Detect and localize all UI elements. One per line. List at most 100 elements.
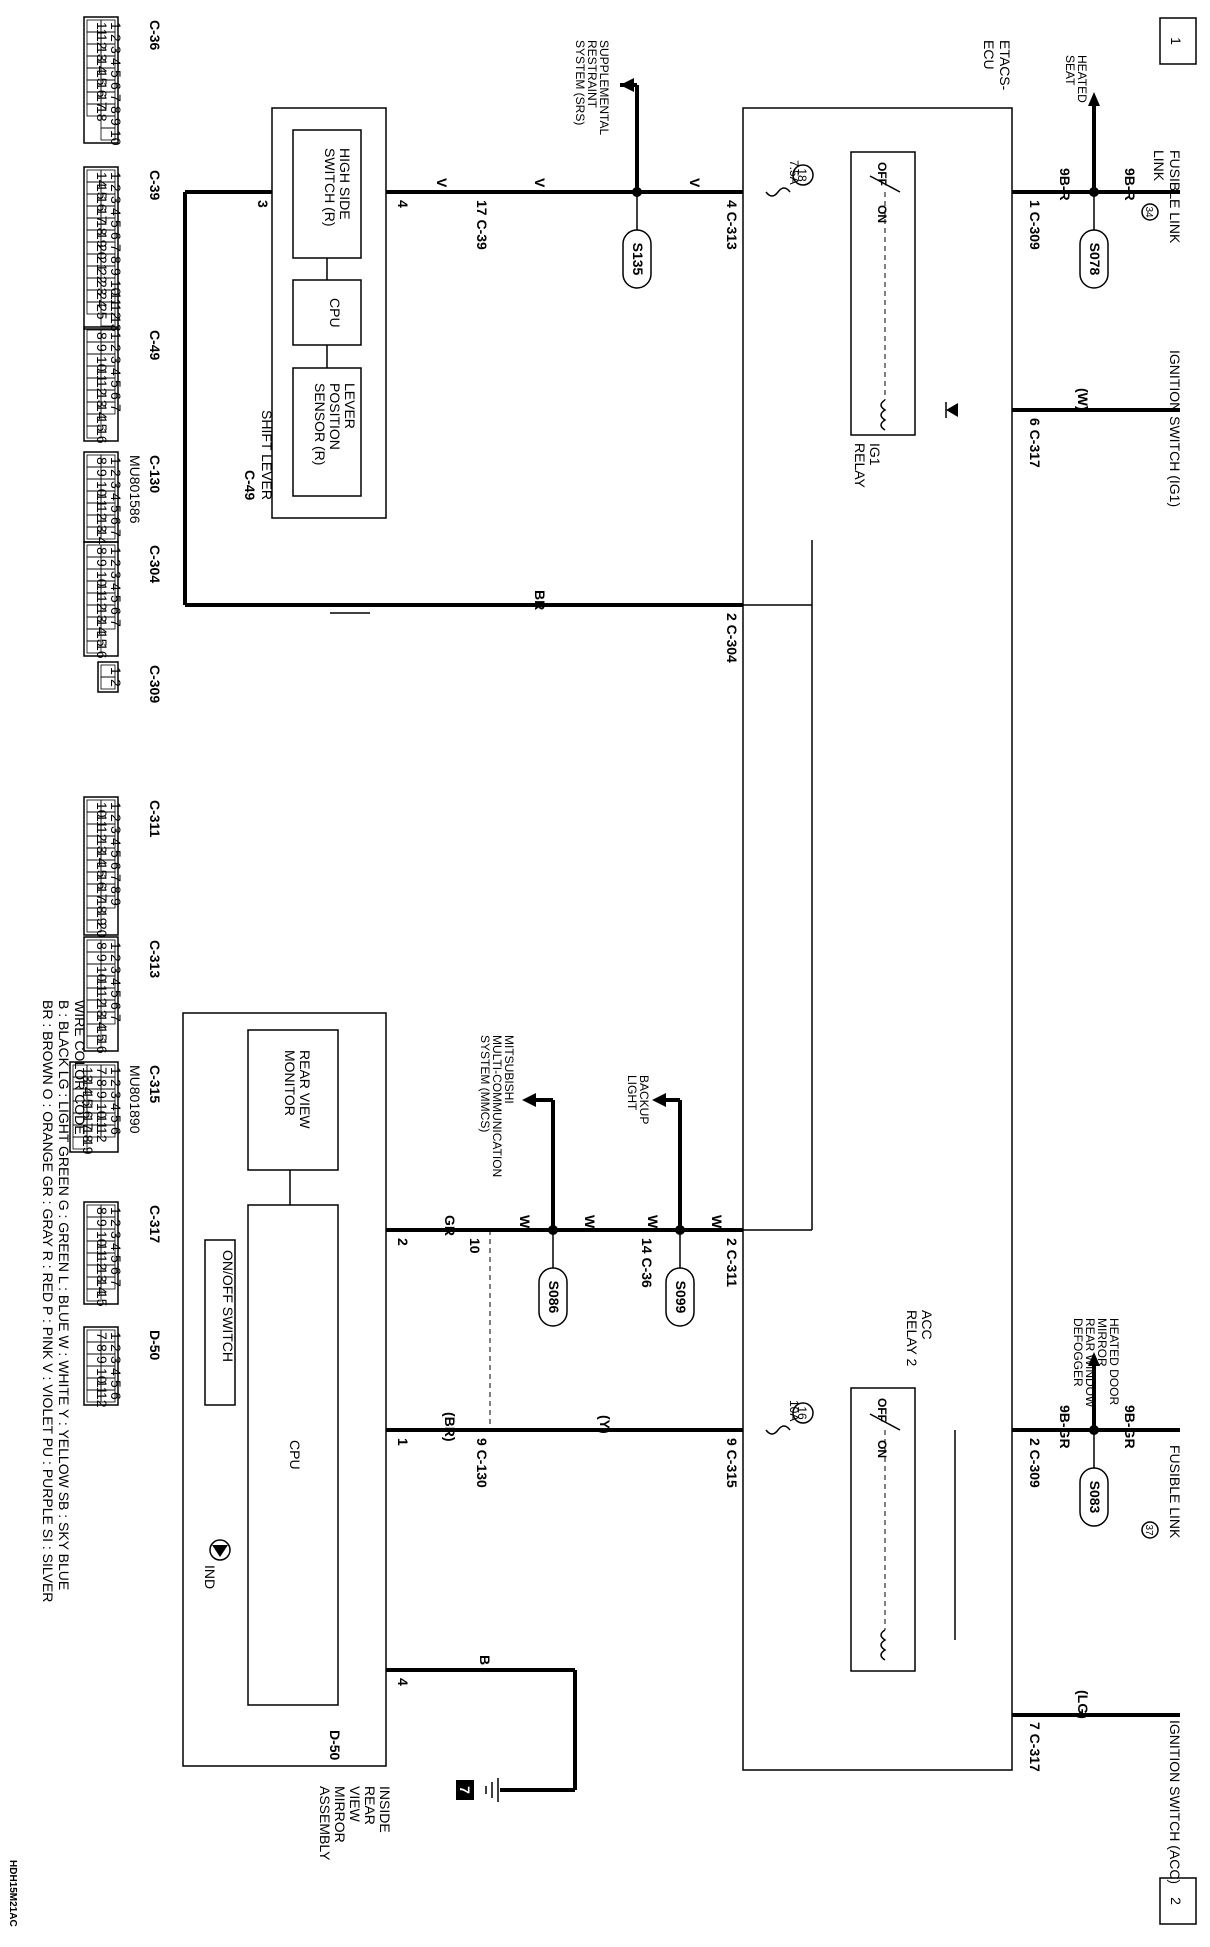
connector-pin-number: 15 [94, 1291, 110, 1307]
connector-pin-number: 4 [108, 1103, 124, 1111]
wire-label-w-b: W [645, 1215, 661, 1229]
shift-cpu-label: CPU [327, 298, 343, 328]
connector-c311-2: 2 C-311 [724, 1238, 740, 1287]
branch-heated-seat-1: HEATED [1075, 55, 1089, 103]
monitor-label-1: REAR VIEW [297, 1050, 313, 1129]
connector-pin-number: 2 [108, 954, 124, 962]
connector-pin-cell [86, 1288, 102, 1302]
connector-view-name: C-130 [147, 455, 163, 493]
connector-pin-number: 10 [94, 966, 110, 982]
connector-pin-number: 7 [108, 619, 124, 627]
connector-pin-number: 4 [108, 1243, 124, 1251]
connector-pin-number: 6 [108, 1127, 124, 1135]
connector-views: C-36123456789101112131415161718C-3912345… [69, 16, 163, 1408]
fusible-link-34-number-circle [1141, 203, 1159, 221]
connector-view: C-39123456789101112131415161718192021222… [83, 166, 163, 332]
backup-arrow [652, 1093, 666, 1107]
connector-pin-number: 19 [80, 1139, 96, 1155]
connector-pin-number: 9 [94, 344, 110, 352]
connector-view-name: C-309 [147, 665, 163, 703]
heated-mirror-arrow [1088, 1352, 1100, 1366]
connector-pin-number: 14 [94, 529, 110, 545]
connector-pin-cell [100, 127, 116, 141]
connector-pin-number: 12 [94, 34, 110, 50]
connector-pin-number: 11 [94, 368, 110, 383]
connector-c315-9: 9 C-315 [724, 1438, 740, 1488]
splice-s083: S083 [1087, 1481, 1103, 1514]
connector-pin-number: 13 [94, 517, 110, 533]
ig1-relay-coil [880, 399, 887, 431]
connector-pin-number: 5 [108, 1380, 124, 1388]
connector-view-part-number: MU801586 [127, 455, 143, 524]
ignition-switch-ig1-label: IGNITION SWITCH (IG1) [1167, 350, 1183, 507]
connector-view-frame [83, 326, 119, 442]
connector-pin-number: 8 [94, 1344, 110, 1352]
connector-pin-number: 2 [108, 1344, 124, 1352]
wire-label-v-3: V [434, 178, 450, 188]
connector-view-frame [83, 1326, 119, 1406]
connector-pin-number: 17 [80, 1115, 96, 1131]
connector-pin-number: 12 [94, 380, 110, 396]
ig1-relay-label-2: RELAY [852, 443, 868, 489]
branch-srs-3: SYSTEM (SRS) [573, 40, 587, 125]
connector-pin-number: 9 [108, 118, 124, 126]
connector-c313-4: 4 C-313 [724, 200, 740, 250]
on-off-switch-box[interactable] [204, 1239, 236, 1406]
connector-pin-number: 19 [94, 910, 110, 926]
wire-label-y: (Y) [597, 1415, 613, 1434]
connector-pin-number: 1 [108, 457, 124, 465]
connector-pin-number: 8 [108, 886, 124, 894]
page-marker-bottom: 2 [1168, 1897, 1184, 1905]
connector-view-frame [83, 16, 119, 144]
connector-pin-number: 23 [94, 280, 110, 296]
connector-pin-number: 6 [108, 607, 124, 615]
ig1-relay-on: ON [875, 205, 889, 223]
connector-pin-number: 25 [94, 304, 110, 320]
connector-view-frame [83, 796, 119, 936]
connector-pin-number: 6 [108, 82, 124, 90]
connector-pin-number: 20 [94, 244, 110, 260]
connector-pin-number: 12 [94, 1127, 110, 1143]
mirror-pin-10: 10 [467, 1238, 483, 1254]
connector-pin-number: 2 [108, 1219, 124, 1227]
connector-pin-number: 6 [108, 862, 124, 870]
ind-lamp [209, 1539, 231, 1561]
connector-pin-number: 10 [94, 356, 110, 372]
connector-pin-number: 12 [94, 1255, 110, 1271]
splice-s099: S099 [673, 1281, 689, 1314]
ig1-relay-box [850, 151, 916, 436]
connector-pin-number: 9 [94, 469, 110, 477]
connector-pin-number: 14 [94, 58, 110, 74]
connector-pin-number: 3 [108, 46, 124, 54]
wire-label-lg: (LG) [1075, 1690, 1091, 1719]
connector-pin-number: 19 [94, 232, 110, 248]
connector-pin-number: 10 [108, 130, 124, 146]
connector-pin-number: 7 [108, 244, 124, 252]
connector-pin-number: 4 [108, 583, 124, 591]
connector-pin-cell [100, 676, 116, 690]
connector-pin-number: 6 [108, 392, 124, 400]
shift-lever-pin-4: 4 [395, 200, 411, 208]
connector-view-name: C-311 [147, 800, 163, 838]
splice-s078: S078 [1087, 243, 1103, 276]
mirror-cpu-box [247, 1204, 339, 1706]
branch-heated-mirror-4: DEFOGGER [1071, 1318, 1085, 1387]
splice-s099-box [665, 1267, 695, 1327]
connector-pin-number: 13 [94, 607, 110, 623]
connector-view-name: C-315 [147, 1065, 163, 1103]
connector-pin-number: 16 [94, 643, 110, 659]
connector-pin-number: 10 [108, 280, 124, 296]
connector-pin-number: 9 [108, 268, 124, 276]
connector-pin-number: 3 [108, 1231, 124, 1239]
on-off-switch-label: ON/OFF SWITCH [220, 1250, 236, 1362]
connector-pin-number: 11 [94, 22, 110, 37]
shift-cpu-box [292, 279, 362, 346]
acc-relay-off: OFF [875, 1398, 889, 1422]
rear-view-monitor-box [247, 1029, 339, 1171]
connector-pin-number: 3 [108, 571, 124, 579]
connector-pin-number: 7 [94, 1067, 110, 1075]
